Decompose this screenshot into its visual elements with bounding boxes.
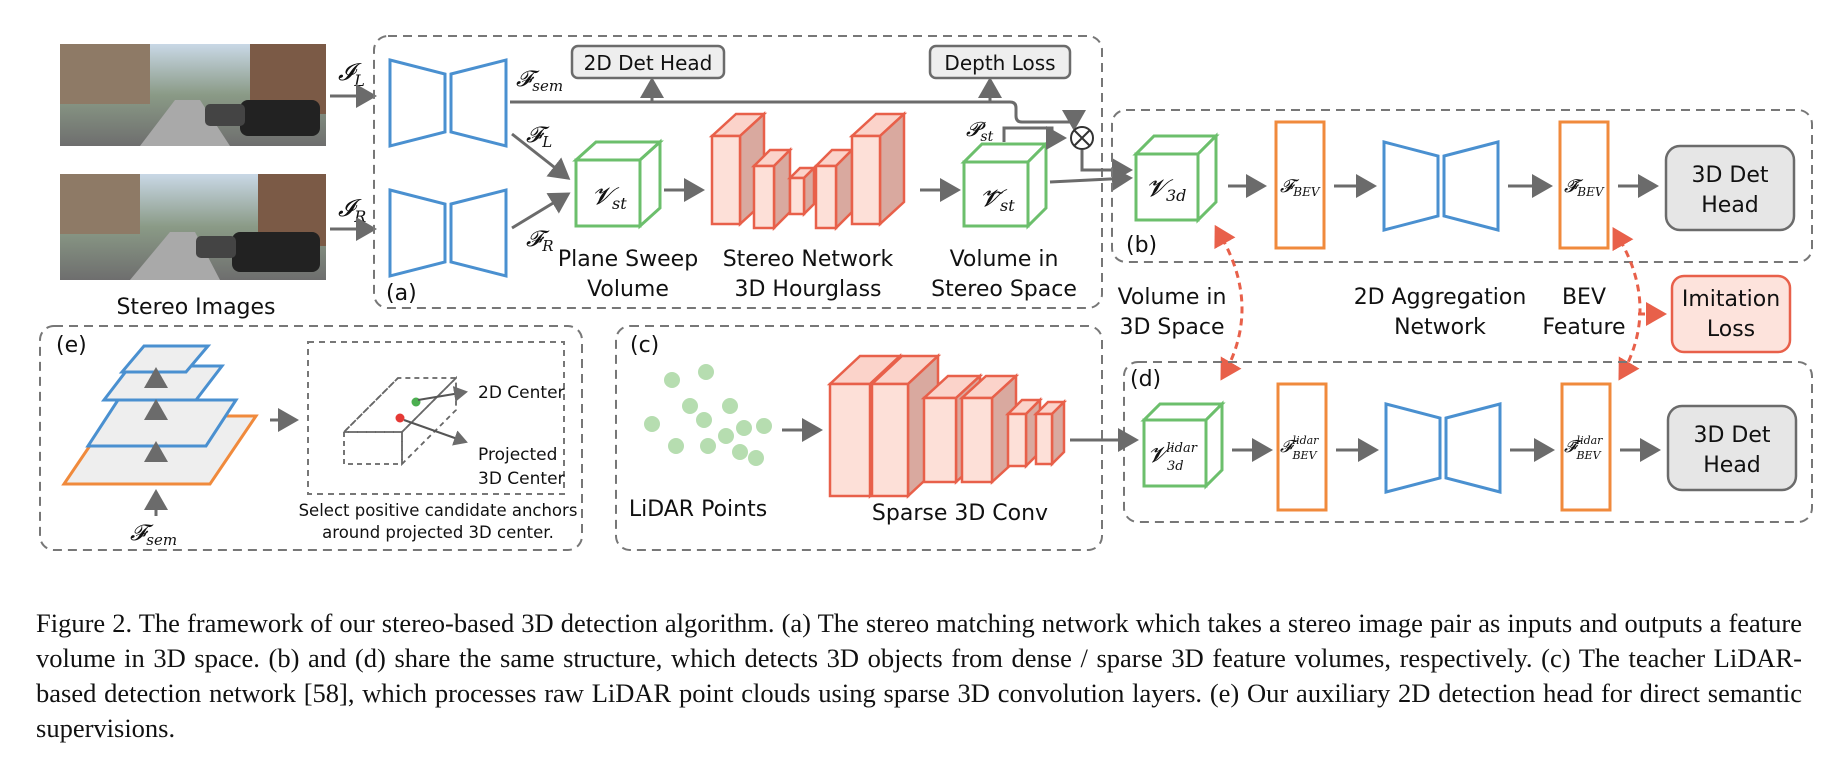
center-2d-label: 2D Center bbox=[478, 383, 565, 403]
f-bev-tilde-bar bbox=[1558, 120, 1610, 250]
framework-diagram: Stereo Images 𝓘L 𝓘R (a) 𝓕sem 2D Det Head… bbox=[39, 35, 1813, 551]
stereo-hourglass bbox=[708, 111, 908, 232]
det3d-head-b-label-2: Head bbox=[1701, 193, 1759, 218]
det3d-head-d-box bbox=[1666, 404, 1798, 492]
sparse-conv-label: Sparse 3D Conv bbox=[872, 501, 1048, 526]
plane-sweep-volume-cube bbox=[572, 138, 664, 230]
f-sem-symbol: 𝓕sem bbox=[516, 67, 563, 95]
projected-center-arrow bbox=[403, 419, 468, 446]
stereo-net-label-1: Stereo Network bbox=[723, 247, 894, 272]
feature-pyramid bbox=[61, 344, 259, 486]
f-sem-e-symbol: 𝓕sem bbox=[130, 521, 177, 549]
bev-feature-label-2: Feature bbox=[1542, 315, 1625, 340]
det2d-head-label: 2D Det Head bbox=[584, 51, 713, 75]
depth-loss-label: Depth Loss bbox=[944, 51, 1055, 75]
figure-caption: Figure 2. The framework of our stereo-ba… bbox=[36, 608, 1802, 743]
panel-d-label: (d) bbox=[1130, 367, 1161, 392]
imitation-loss-box bbox=[1670, 274, 1792, 354]
agg-label-2: Network bbox=[1394, 315, 1486, 340]
v-st-tilde-symbol: 𝓥̃st bbox=[980, 184, 1015, 215]
p-st-symbol: 𝓟st bbox=[966, 117, 994, 145]
panel-c-label: (c) bbox=[630, 333, 659, 358]
anchor-cuboid bbox=[341, 375, 459, 467]
det2d-head-box bbox=[570, 44, 726, 80]
imitation-arrow-bev bbox=[1612, 226, 1642, 381]
v3d-lidar-cube bbox=[1140, 400, 1226, 490]
bev-feature-label-1: BEV bbox=[1562, 285, 1606, 310]
f-bev-lidar-bar bbox=[1276, 382, 1328, 512]
panel-e-label: (e) bbox=[56, 333, 87, 358]
depth-loss-box bbox=[928, 44, 1072, 80]
arrow-pst bbox=[1002, 126, 1067, 150]
vol-stereo-label-1: Volume in bbox=[950, 247, 1059, 272]
select-anchors-label-2: around projected 3D center. bbox=[322, 523, 554, 542]
vol-stereo-label-2: Stereo Space bbox=[931, 277, 1077, 302]
plane-sweep-label-1: Plane Sweep bbox=[558, 247, 698, 272]
select-anchors-label-1: Select positive candidate anchors bbox=[299, 501, 578, 520]
panel-a-box bbox=[373, 35, 1103, 309]
arrow-fr bbox=[511, 192, 571, 230]
plane-sweep-label-2: Volume bbox=[587, 277, 669, 302]
f-r-symbol: 𝓕R bbox=[526, 227, 554, 255]
imitation-loss-label-1: Imitation bbox=[1682, 287, 1780, 312]
anchor-box-frame bbox=[307, 341, 565, 495]
stereo-net-label-2: 3D Hourglass bbox=[734, 277, 881, 302]
f-bev-lidar-tilde-bar bbox=[1560, 382, 1612, 512]
arrow-fl bbox=[511, 132, 571, 180]
img-right-symbol: 𝓘R bbox=[338, 194, 366, 226]
arrow-mul-to-v3d bbox=[1080, 150, 1133, 182]
lidar-points-label: LiDAR Points bbox=[629, 497, 767, 522]
det3d-head-d-label-2: Head bbox=[1703, 453, 1761, 478]
panel-b-label: (b) bbox=[1126, 233, 1157, 258]
panel-a-label: (a) bbox=[386, 281, 417, 306]
encoder-left bbox=[388, 58, 508, 148]
v3d-cube bbox=[1132, 132, 1220, 224]
f-bev-bar bbox=[1274, 120, 1326, 250]
lidar-points-cluster bbox=[644, 364, 772, 466]
encoder-right bbox=[388, 188, 508, 278]
multiply-icon bbox=[1070, 126, 1094, 150]
arrow-vst-to-v3d bbox=[1049, 166, 1133, 191]
projected-center-dot bbox=[395, 413, 405, 423]
aggregation-network-d bbox=[1384, 402, 1502, 494]
agg-label-1: 2D Aggregation bbox=[1354, 285, 1527, 310]
panel-c-box bbox=[615, 325, 1103, 551]
v3d-symbol: 𝓥3d bbox=[1146, 174, 1186, 205]
aggregation-network-b bbox=[1382, 140, 1500, 232]
f-sem-to-mul bbox=[988, 100, 1086, 131]
panel-e-box bbox=[39, 325, 583, 551]
sparse-3d-conv bbox=[826, 353, 1068, 499]
imitation-arrow-volume bbox=[1214, 224, 1244, 381]
projected-label-1: Projected bbox=[478, 445, 557, 465]
det3d-head-d-label-1: 3D Det bbox=[1693, 423, 1770, 448]
vol-3d-label-1: Volume in bbox=[1118, 285, 1227, 310]
center-2d-arrow bbox=[417, 386, 468, 402]
stereo-space-volume-cube bbox=[960, 140, 1050, 230]
stereo-images-label: Stereo Images bbox=[116, 295, 275, 320]
projected-label-2: 3D Center bbox=[478, 469, 565, 489]
det3d-head-b-label-1: 3D Det bbox=[1691, 163, 1768, 188]
panel-b-box bbox=[1111, 109, 1813, 263]
imitation-loss-label-2: Loss bbox=[1707, 317, 1755, 342]
vol-3d-label-2: 3D Space bbox=[1120, 315, 1225, 340]
img-left-symbol: 𝓘L bbox=[338, 58, 365, 90]
stereo-image-left bbox=[60, 44, 326, 146]
det3d-head-b-box bbox=[1664, 144, 1796, 232]
stereo-image-right bbox=[60, 174, 326, 280]
